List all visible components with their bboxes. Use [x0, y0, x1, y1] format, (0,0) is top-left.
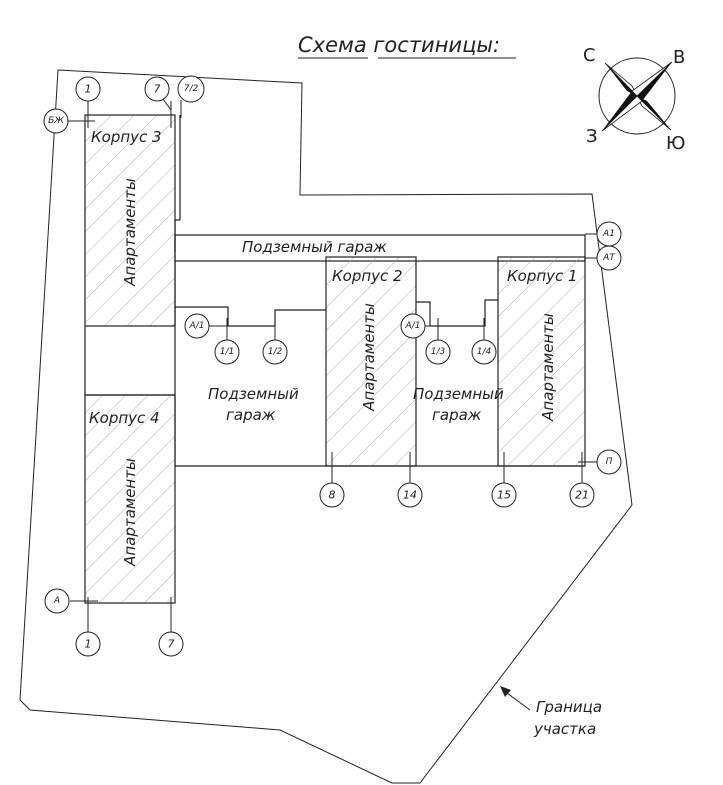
axis-label-top-7-2: 7/2: [184, 84, 199, 94]
right-garage-label-1: Подземный: [413, 385, 504, 403]
axis-label-a1: А1: [602, 229, 615, 239]
boundary-arrow: [500, 686, 511, 697]
building-korpus-3: [84, 114, 176, 327]
compass-west-label: З: [586, 126, 598, 147]
axis-bubble-21: 21: [569, 482, 595, 508]
right-garage-label-2: гараж: [432, 406, 482, 424]
axis-bubble-top-7: 7: [144, 76, 170, 102]
axis-label-top-1: 1: [85, 83, 92, 96]
axis-label-top-7: 7: [154, 83, 161, 96]
axis-bubble-p: П: [596, 449, 622, 475]
korpus-4-use: Апартаменты: [121, 458, 139, 567]
compass-south-label: Ю: [666, 133, 685, 154]
boundary-label-line2: участка: [533, 720, 596, 738]
korpus-3-use: Апартаменты: [121, 178, 139, 287]
axis-label-a1-right: А/1: [405, 321, 421, 331]
korpus-2-use: Апартаменты: [360, 303, 378, 412]
compass-needle-ne-edge: [631, 61, 673, 97]
axis-bubble-15: 15: [491, 482, 517, 508]
axis-label-a: А: [53, 596, 60, 606]
axis-label-15: 15: [497, 489, 511, 502]
compass-needle-sw-edge: [601, 95, 643, 132]
axis-label-bot-1: 1: [85, 638, 92, 651]
left-garage-label-1: Подземный: [208, 385, 299, 403]
axis-bubble-bot-1: 1: [75, 631, 101, 657]
axis-label-r1-1: 1/1: [220, 347, 234, 357]
axis-bubble-at: АТ: [596, 245, 622, 271]
axis-bubble-top-7-2: 7/2: [177, 75, 205, 103]
korpus-3-name: Корпус 3: [91, 128, 162, 146]
axis-bubble-bzh: БЖ: [43, 108, 69, 134]
axis-bubble-bot-7: 7: [158, 631, 184, 657]
axis-label-21: 21: [575, 489, 589, 502]
axis-label-r1-2: 1/2: [268, 347, 283, 357]
axis-label-r1-3: 1/3: [431, 347, 446, 357]
axis-bubble-r1-3: 1/3: [425, 339, 451, 365]
axis-label-r1-4: 1/4: [477, 347, 492, 357]
left-garage-stair: [175, 306, 326, 327]
axis-bubble-r1-1: 1/1: [214, 339, 240, 365]
axis-bubble-top-1: 1: [75, 76, 101, 102]
axis-bubble-a1-right: А/1: [400, 313, 426, 339]
compass-needle-ne: [637, 62, 672, 101]
building-korpus-1: [497, 256, 586, 467]
axis-bubble-r1-4: 1/4: [471, 339, 497, 365]
compass-needle-sw: [602, 91, 637, 131]
axis-bubble-r1-2: 1/2: [262, 339, 288, 365]
gap-line-k3-k4: [84, 326, 175, 396]
axis-leaders: [68, 100, 597, 632]
building-korpus-2: [325, 256, 417, 467]
compass-circle: [598, 57, 676, 135]
axis-bubble-14: 14: [397, 482, 423, 508]
leader-top-7-link: [162, 98, 172, 111]
left-garage-label-2: гараж: [226, 406, 276, 424]
axis-bubble-a1-left: А/1: [184, 313, 210, 339]
diagram-title: Схема гостиницы:: [298, 33, 500, 57]
axis-label-bot-7: 7: [168, 638, 175, 651]
compass-rose: С В З Ю: [583, 45, 685, 154]
axis-bubble-a: А: [44, 588, 70, 614]
right-garage-stair: [416, 299, 498, 327]
axis-label-bzh: БЖ: [48, 116, 64, 126]
top-garage-label: Подземный гараж: [242, 238, 387, 256]
axis-bubble-8: 8: [319, 482, 345, 508]
compass-east-label: В: [673, 47, 685, 68]
axis-label-a1-left: А/1: [189, 321, 205, 331]
axis-label-8: 8: [329, 489, 336, 502]
boundary-label-line1: Граница: [536, 698, 602, 716]
axis-label-at: АТ: [602, 253, 616, 263]
korpus-1-name: Корпус 1: [507, 267, 578, 285]
korpus-1-use: Апартаменты: [539, 313, 557, 422]
korpus-2-name: Корпус 2: [332, 267, 403, 285]
axis-bubble-a1: А1: [596, 221, 622, 247]
korpus-4-name: Корпус 4: [89, 409, 160, 427]
axis-label-14: 14: [403, 489, 417, 502]
building-korpus-4: [84, 394, 176, 604]
site-boundary: [19, 69, 633, 784]
axis-label-p: П: [606, 457, 613, 467]
compass-north-label: С: [583, 45, 596, 66]
